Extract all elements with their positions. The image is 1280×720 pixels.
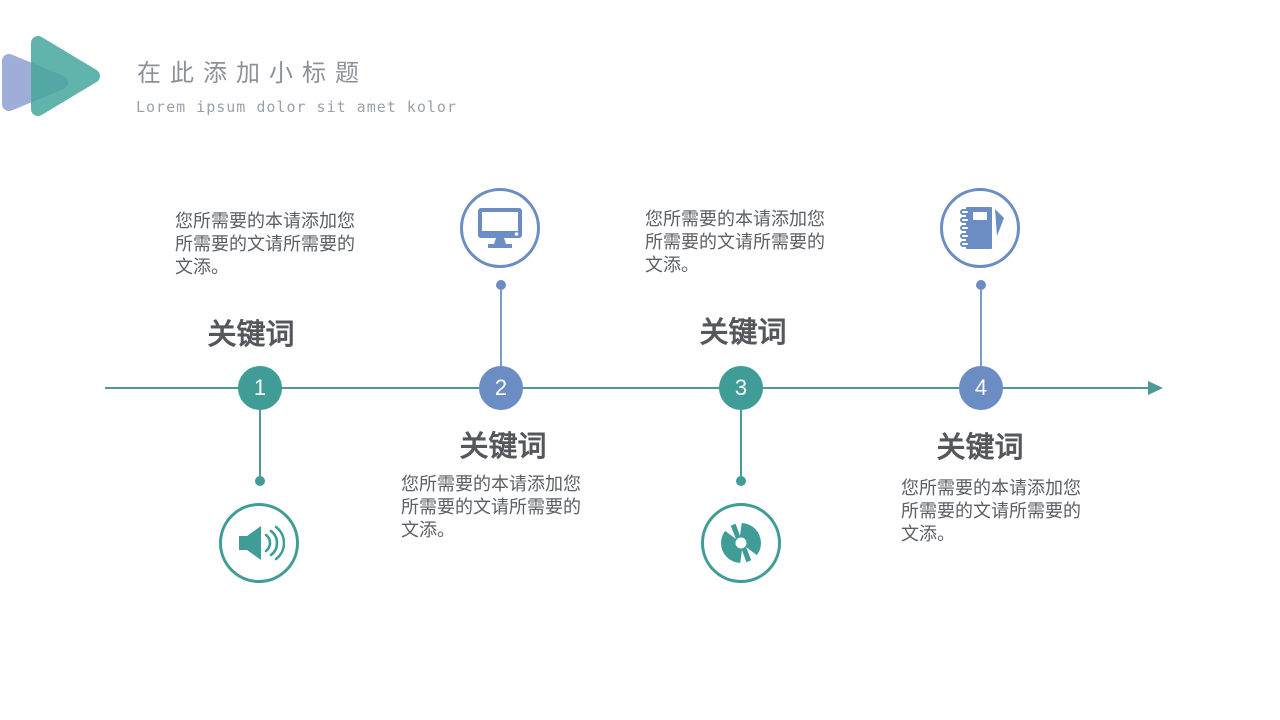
node2-connector-dot [496,280,506,290]
monitor-icon [478,208,522,248]
node2-icon-ring [460,188,540,268]
node3-keyword-label: 关键词 [699,317,787,349]
node3-description: 您所需要的本请添加您 所需要的文请所需要的 文添。 [645,209,825,275]
speaker-icon [239,525,285,561]
node4-icon-ring [940,188,1020,268]
node1-number-badge: 1 [238,366,282,410]
notebook-icon [960,207,1004,249]
node4-keyword-label: 关键词 [936,432,1024,464]
node3-connector-dot [736,476,746,486]
page-subtitle: Lorem ipsum dolor sit amet kolor [136,98,457,116]
node4-number-badge: 4 [959,366,1003,410]
node4-description: 您所需要的本请添加您 所需要的文请所需要的 文添。 [901,478,1081,544]
node1-keyword-label: 关键词 [207,319,295,351]
node1-connector-dot [255,476,265,486]
node1-icon-ring [219,503,299,583]
node4-connector-dot [976,280,986,290]
node1-connector-line [259,410,261,476]
node2-connector-line [500,290,502,366]
timeline-arrow-icon [1148,381,1163,395]
node2-description: 您所需要的本请添加您 所需要的文请所需要的 文添。 [401,474,581,540]
play-triangles-logo-icon [2,36,100,116]
node4-connector-line [980,290,982,366]
node3-number-badge: 3 [719,366,763,410]
timeline-axis-line [105,387,1150,389]
node2-keyword-label: 关键词 [459,431,547,463]
page-title: 在此添加小标题 [137,60,368,87]
node2-number-badge: 2 [479,366,523,410]
node3-connector-line [740,410,742,476]
node1-description: 您所需要的本请添加您 所需要的文请所需要的 文添。 [175,211,355,277]
cd-icon [721,521,761,565]
node3-icon-ring [701,503,781,583]
